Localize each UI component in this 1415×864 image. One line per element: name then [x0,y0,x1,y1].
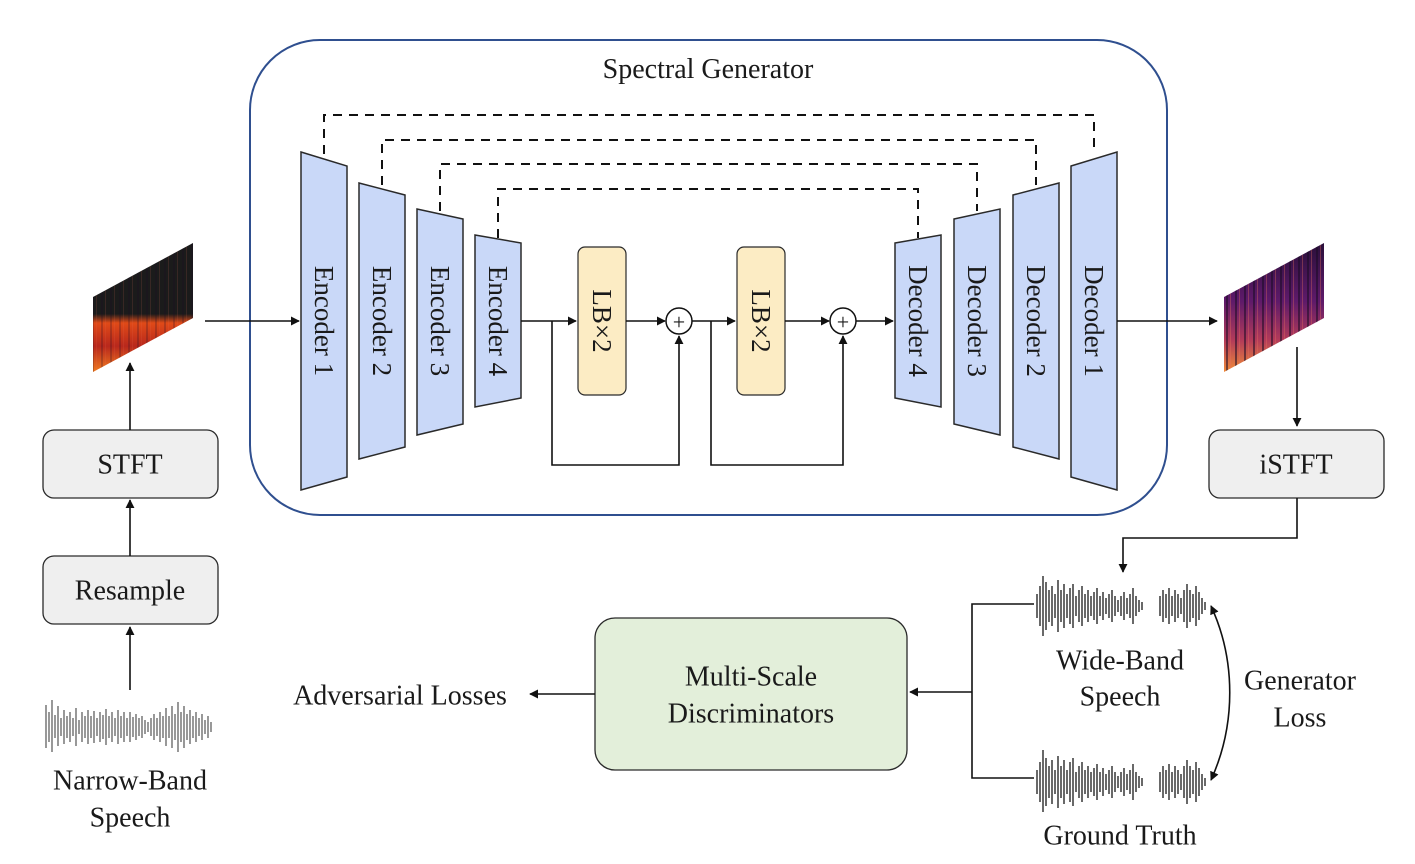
resample-label: Resample [75,576,185,607]
wide-band-label-line1: Wide-Band [1056,646,1184,677]
narrow-band-label-line1: Narrow-Band [53,766,207,797]
decoder-1-label: Decoder 1 [1079,265,1109,377]
stft-label: STFT [97,450,162,481]
lb-block-1-label: LB×2 [587,289,617,352]
sum-node-1-symbol: + [673,310,685,335]
discriminator-label-line1: Multi-Scale [685,662,817,693]
decoder-4-label: Decoder 4 [903,265,933,377]
narrow-band-label-line2: Speech [90,803,171,834]
wide-band-waveform [1036,576,1206,636]
residual-path-2 [710,321,848,466]
istft-label: iSTFT [1259,450,1332,481]
sum-node-2-symbol: + [837,310,849,335]
narrow-band-waveform [45,700,212,752]
spectral-generator-title: Spectral Generator [603,54,814,85]
encoder-1-label: Encoder 1 [309,266,339,376]
decoder-2-block [1012,182,1060,460]
waveforms-to-discriminator-connector [971,603,1034,779]
skip-connections [323,114,1095,238]
encoder-3-block [416,208,464,436]
spectral-generator-frame [249,39,1168,516]
decoder-4-block [894,234,942,408]
encoder-1-block [300,150,348,491]
skip-connection-1 [323,114,1095,154]
adversarial-losses-label: Adversarial Losses [293,681,507,712]
input-spectrogram [93,243,193,372]
encoder-2-label: Encoder 2 [367,266,397,376]
decoder-3-label: Decoder 3 [962,265,992,377]
decoder-1-block [1070,150,1118,491]
decoder-3-block [953,208,1001,436]
encoder-4-label: Encoder 4 [483,266,513,377]
wide-band-label-line2: Speech [1080,682,1161,713]
generator-loss-arrow [1210,605,1231,781]
generator-loss-label-line1: Generator [1244,666,1357,697]
ground-truth-waveform [1036,750,1206,812]
encoder-2-block [358,182,406,460]
skip-connection-2 [381,139,1037,185]
generator-loss-label-line2: Loss [1274,703,1327,734]
ground-truth-label: Ground Truth [1043,821,1196,852]
generator-flow-arrows [521,316,894,466]
decoder-blocks [894,150,1118,491]
encoder-blocks [300,150,522,491]
decoder-2-label: Decoder 2 [1021,265,1051,377]
encoder-4-block [474,234,522,408]
skip-connection-3 [439,163,978,211]
lb-block-2-label: LB×2 [746,289,776,352]
arrow-istft-to-wideband [1118,498,1298,573]
output-spectrogram [1224,243,1324,372]
skip-connection-4 [497,188,919,238]
discriminator-box [594,617,908,771]
discriminator-label-line2: Discriminators [668,699,834,730]
residual-path-1 [551,321,684,466]
encoder-3-label: Encoder 3 [425,266,455,376]
